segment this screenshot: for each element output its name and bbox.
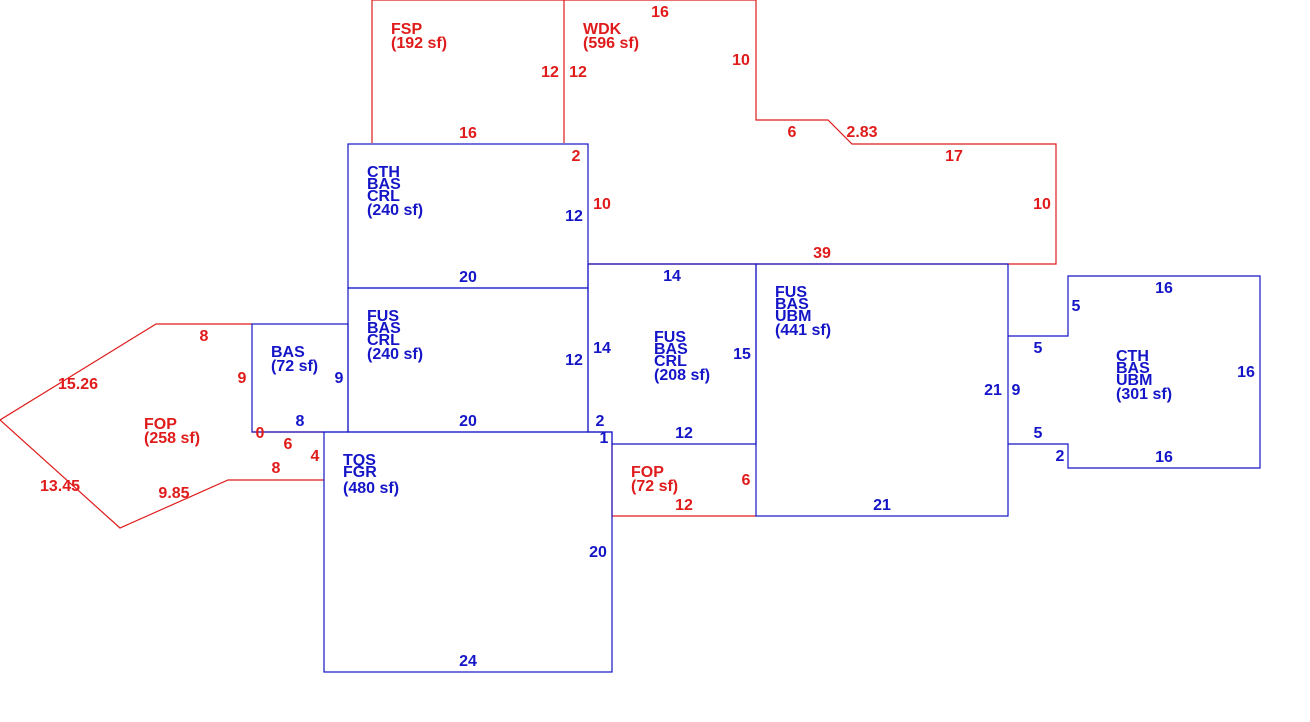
dim-wdk-top: 16 <box>651 4 669 21</box>
dim-wdk-bottom: 39 <box>813 245 831 262</box>
dim-wdk-step-run: 6 <box>788 124 797 141</box>
dim-fop-inner-8: 8 <box>272 460 281 477</box>
wdk-label: WDK (596 sf) <box>583 21 639 52</box>
dim-fus-center-2: 2 <box>596 413 605 430</box>
dim-cth-right-5b: 5 <box>1034 340 1043 357</box>
bas-small-outline <box>251 323 349 433</box>
dim-fus-mid-bottom: 20 <box>459 413 477 430</box>
dim-cth-right-2: 2 <box>1056 448 1065 465</box>
bas-small-label: BAS (72 sf) <box>271 344 318 375</box>
dim-cth-right-5a: 5 <box>1072 298 1081 315</box>
dim-wdk-left: 12 <box>569 64 587 81</box>
dim-fop-small-bottom: 12 <box>675 497 693 514</box>
dim-bas-bottom: 8 <box>296 413 305 430</box>
dim-wdk-small-2: 2 <box>572 148 581 165</box>
dim-cth-right-9: 9 <box>1012 382 1021 399</box>
dim-fop-left-lower: 13.45 <box>40 478 80 495</box>
dim-wdk-top-right: 17 <box>945 148 963 165</box>
dim-wdk-left-10: 10 <box>593 196 611 213</box>
dim-cth-right-bottom: 16 <box>1155 449 1173 466</box>
dim-wdk-step-down: 10 <box>732 52 750 69</box>
dim-cth-right-top: 16 <box>1155 280 1173 297</box>
dim-fus-center-top: 14 <box>663 268 681 285</box>
dim-fus-ubm-bottom: 21 <box>873 497 891 514</box>
dim-fsp-right: 12 <box>541 64 559 81</box>
dim-fop-inner-4: 4 <box>311 448 320 465</box>
fus-ubm-label: FUS BAS UBM (441 sf) <box>775 284 831 339</box>
fop-small-label: FOP (72 sf) <box>631 464 678 495</box>
dim-fop-small-right: 6 <box>742 472 751 489</box>
dim-fsp-bottom: 16 <box>459 125 477 142</box>
dim-fop-top: 8 <box>200 328 209 345</box>
dim-bas-right: 9 <box>335 370 344 387</box>
fop-left-label: FOP (258 sf) <box>144 416 200 447</box>
tqs-label: TQS FGR (480 sf) <box>343 452 399 497</box>
dim-cth-bottom: 20 <box>459 269 477 286</box>
tqs-outline <box>323 431 613 673</box>
dim-bas-left: 9 <box>238 370 247 387</box>
fsp-label: FSP (192 sf) <box>391 21 447 52</box>
fus-ubm-outline <box>755 263 1009 517</box>
dim-fus-ubm-right: 21 <box>984 382 1002 399</box>
dim-tqs-right: 20 <box>589 544 607 561</box>
dim-fop-inner-0: 0 <box>256 425 265 442</box>
dim-fus-center-left: 14 <box>593 340 611 357</box>
dim-fop-inner-6: 6 <box>284 436 293 453</box>
dim-fus-mid-right: 12 <box>565 352 583 369</box>
fop-left-outline <box>0 323 324 529</box>
dim-wdk-diag: 2.83 <box>846 124 877 141</box>
fsp-outline <box>371 0 565 143</box>
dim-tqs-bottom: 24 <box>459 653 477 670</box>
dim-wdk-right: 10 <box>1033 196 1051 213</box>
fus-mid-label: FUS BAS CRL (240 sf) <box>367 308 423 363</box>
cth-top-label: CTH BAS CRL (240 sf) <box>367 164 423 219</box>
dim-cth-right-side: 16 <box>1237 364 1255 381</box>
cth-right-outline <box>1008 275 1261 469</box>
cth-right-label: CTH BAS UBM (301 sf) <box>1116 348 1172 403</box>
dim-fus-center-bottom: 12 <box>675 425 693 442</box>
dim-fop-left-upper: 15.26 <box>58 376 98 393</box>
wdk-outline <box>564 0 1057 265</box>
dim-cth-right: 12 <box>565 208 583 225</box>
dim-fop-bottom: 9.85 <box>158 485 189 502</box>
fus-center-label: FUS BAS CRL (208 sf) <box>654 329 710 384</box>
dim-cth-right-5c: 5 <box>1034 425 1043 442</box>
dim-fus-center-1: 1 <box>600 430 609 447</box>
dim-fus-center-right: 15 <box>733 346 751 363</box>
